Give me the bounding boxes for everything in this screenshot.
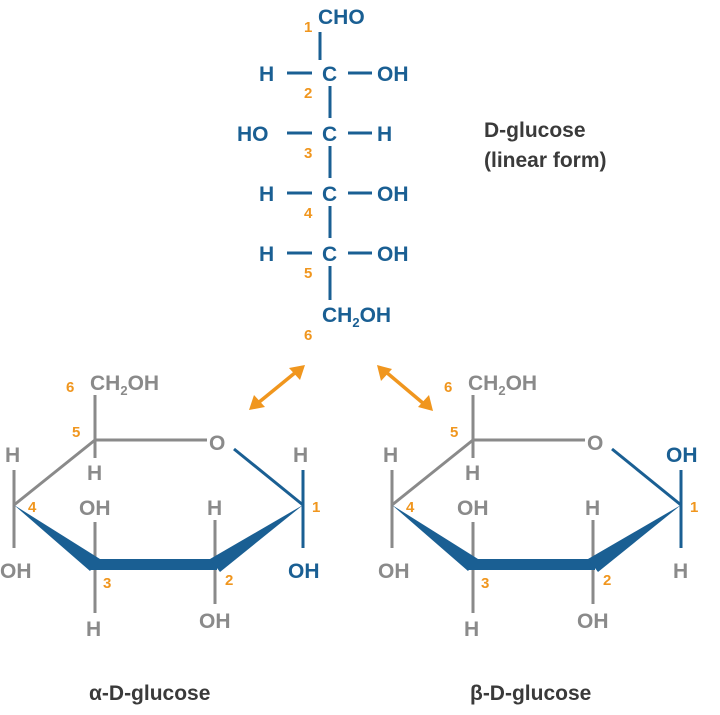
alpha-c4-h: H (5, 444, 20, 467)
alpha-c3-h: H (86, 618, 101, 641)
linear-backbone-bonds (287, 32, 372, 300)
beta-num-5: 5 (450, 424, 458, 441)
beta-ch2oh-sub: 2 (498, 383, 505, 398)
arrow-left-head-high (289, 365, 305, 380)
linear-c4-h: H (259, 183, 274, 206)
alpha-back-bonds (12, 395, 217, 613)
beta-bond-c3-c2 (468, 559, 595, 570)
beta-wedge-c4-c3 (392, 505, 478, 571)
alpha-num-3: 3 (103, 575, 111, 592)
beta-c3-h: H (464, 618, 479, 641)
linear-name-line1: D-glucose (484, 119, 586, 142)
alpha-num-2: 2 (225, 572, 233, 589)
alpha-num-1: 1 (312, 499, 320, 516)
linear-num-5: 5 (304, 265, 312, 282)
beta-num-6: 6 (444, 379, 452, 396)
beta-num-4: 4 (406, 499, 415, 516)
alpha-c4-oh: OH (0, 560, 32, 583)
beta-back-bonds (390, 395, 595, 613)
linear-ch2oh-ch: CH (322, 304, 352, 327)
beta-c4-h: H (383, 444, 398, 467)
linear-name-line2: (linear form) (484, 149, 607, 172)
beta-c2-oh: OH (577, 610, 609, 633)
linear-c2: C (322, 63, 337, 86)
linear-ch2oh-sub: 2 (352, 315, 359, 330)
alpha-ring: CH2OH O H H OH OH H H OH H OH 6 5 4 3 2 … (0, 372, 320, 705)
arrow-left-shaft (256, 370, 298, 405)
linear-c3-h: H (377, 123, 392, 146)
alpha-ring-bonds (233, 447, 305, 548)
linear-c5-h: H (259, 243, 274, 266)
linear-c3-ho: HO (237, 123, 269, 146)
alpha-ring-oxygen: O (209, 432, 225, 455)
alpha-ch2oh-sub: 2 (120, 383, 127, 398)
arrow-right-shaft (384, 370, 426, 406)
beta-label: β-D-glucose (470, 682, 591, 705)
linear-c4: C (322, 183, 337, 206)
beta-ch2oh-ch: CH (468, 372, 498, 395)
alpha-ch2oh: CH2OH (90, 372, 159, 398)
beta-ring-oxygen: O (587, 432, 603, 455)
alpha-num-6: 6 (66, 379, 74, 396)
beta-c1-oh: OH (666, 444, 698, 467)
linear-c2-oh: OH (377, 63, 409, 86)
beta-ring-bonds (611, 447, 683, 548)
alpha-bond-o-c1 (233, 447, 304, 507)
alpha-c1-h: H (293, 444, 308, 467)
beta-wedge-c2-c1 (588, 505, 681, 572)
alpha-ch2oh-ch: CH (90, 372, 120, 395)
beta-c3-oh: OH (457, 497, 489, 520)
beta-ch2oh: CH2OH (468, 372, 537, 398)
equilibrium-arrows (249, 365, 433, 411)
linear-c5: C (322, 243, 337, 266)
alpha-c5-h: H (87, 462, 102, 485)
beta-c5-h: H (465, 462, 480, 485)
alpha-ch2oh-oh: OH (128, 372, 160, 395)
alpha-num-4: 4 (28, 499, 37, 516)
alpha-c2-oh: OH (199, 610, 231, 633)
beta-c4-oh: OH (378, 560, 410, 583)
beta-c1-h: H (673, 560, 688, 583)
alpha-wedge-c4-c3 (14, 505, 100, 571)
linear-num-3: 3 (304, 145, 312, 162)
beta-bond-c5-c4 (391, 438, 474, 507)
arrow-right-head-high (377, 365, 392, 381)
linear-c3: C (322, 123, 337, 146)
alpha-bond-c3-c2 (90, 559, 217, 570)
linear-c2-h: H (259, 63, 274, 86)
beta-bond-o-c1 (611, 447, 682, 507)
beta-ring: CH2OH O H H OH OH H H OH OH H 6 5 4 3 2 … (378, 372, 698, 705)
linear-num-6: 6 (304, 327, 312, 344)
beta-num-1: 1 (690, 499, 698, 516)
alpha-wedge-c2-c1 (210, 505, 303, 572)
beta-ch2oh-oh: OH (506, 372, 538, 395)
linear-c4-oh: OH (377, 183, 409, 206)
beta-c2-h: H (585, 497, 600, 520)
linear-c5-oh: OH (377, 243, 409, 266)
arrow-right-head-low (418, 395, 433, 411)
alpha-num-5: 5 (72, 424, 80, 441)
linear-cho: CHO (318, 6, 365, 29)
beta-num-2: 2 (603, 572, 611, 589)
alpha-c2-h: H (207, 497, 222, 520)
arrow-left-head-low (249, 395, 265, 410)
alpha-label: α-D-glucose (89, 682, 210, 705)
linear-num-1: 1 (304, 19, 312, 36)
linear-num-4: 4 (304, 205, 313, 222)
beta-num-3: 3 (481, 575, 489, 592)
alpha-bond-c5-c4 (13, 438, 96, 507)
linear-form: CHO C H OH C HO H C H OH C H OH CH2OH 1 … (237, 6, 607, 344)
alpha-c1-oh: OH (288, 560, 320, 583)
linear-ch2oh-oh: OH (360, 304, 392, 327)
linear-num-2: 2 (304, 85, 312, 102)
linear-ch2oh: CH2OH (322, 304, 391, 330)
alpha-c3-oh: OH (79, 497, 111, 520)
